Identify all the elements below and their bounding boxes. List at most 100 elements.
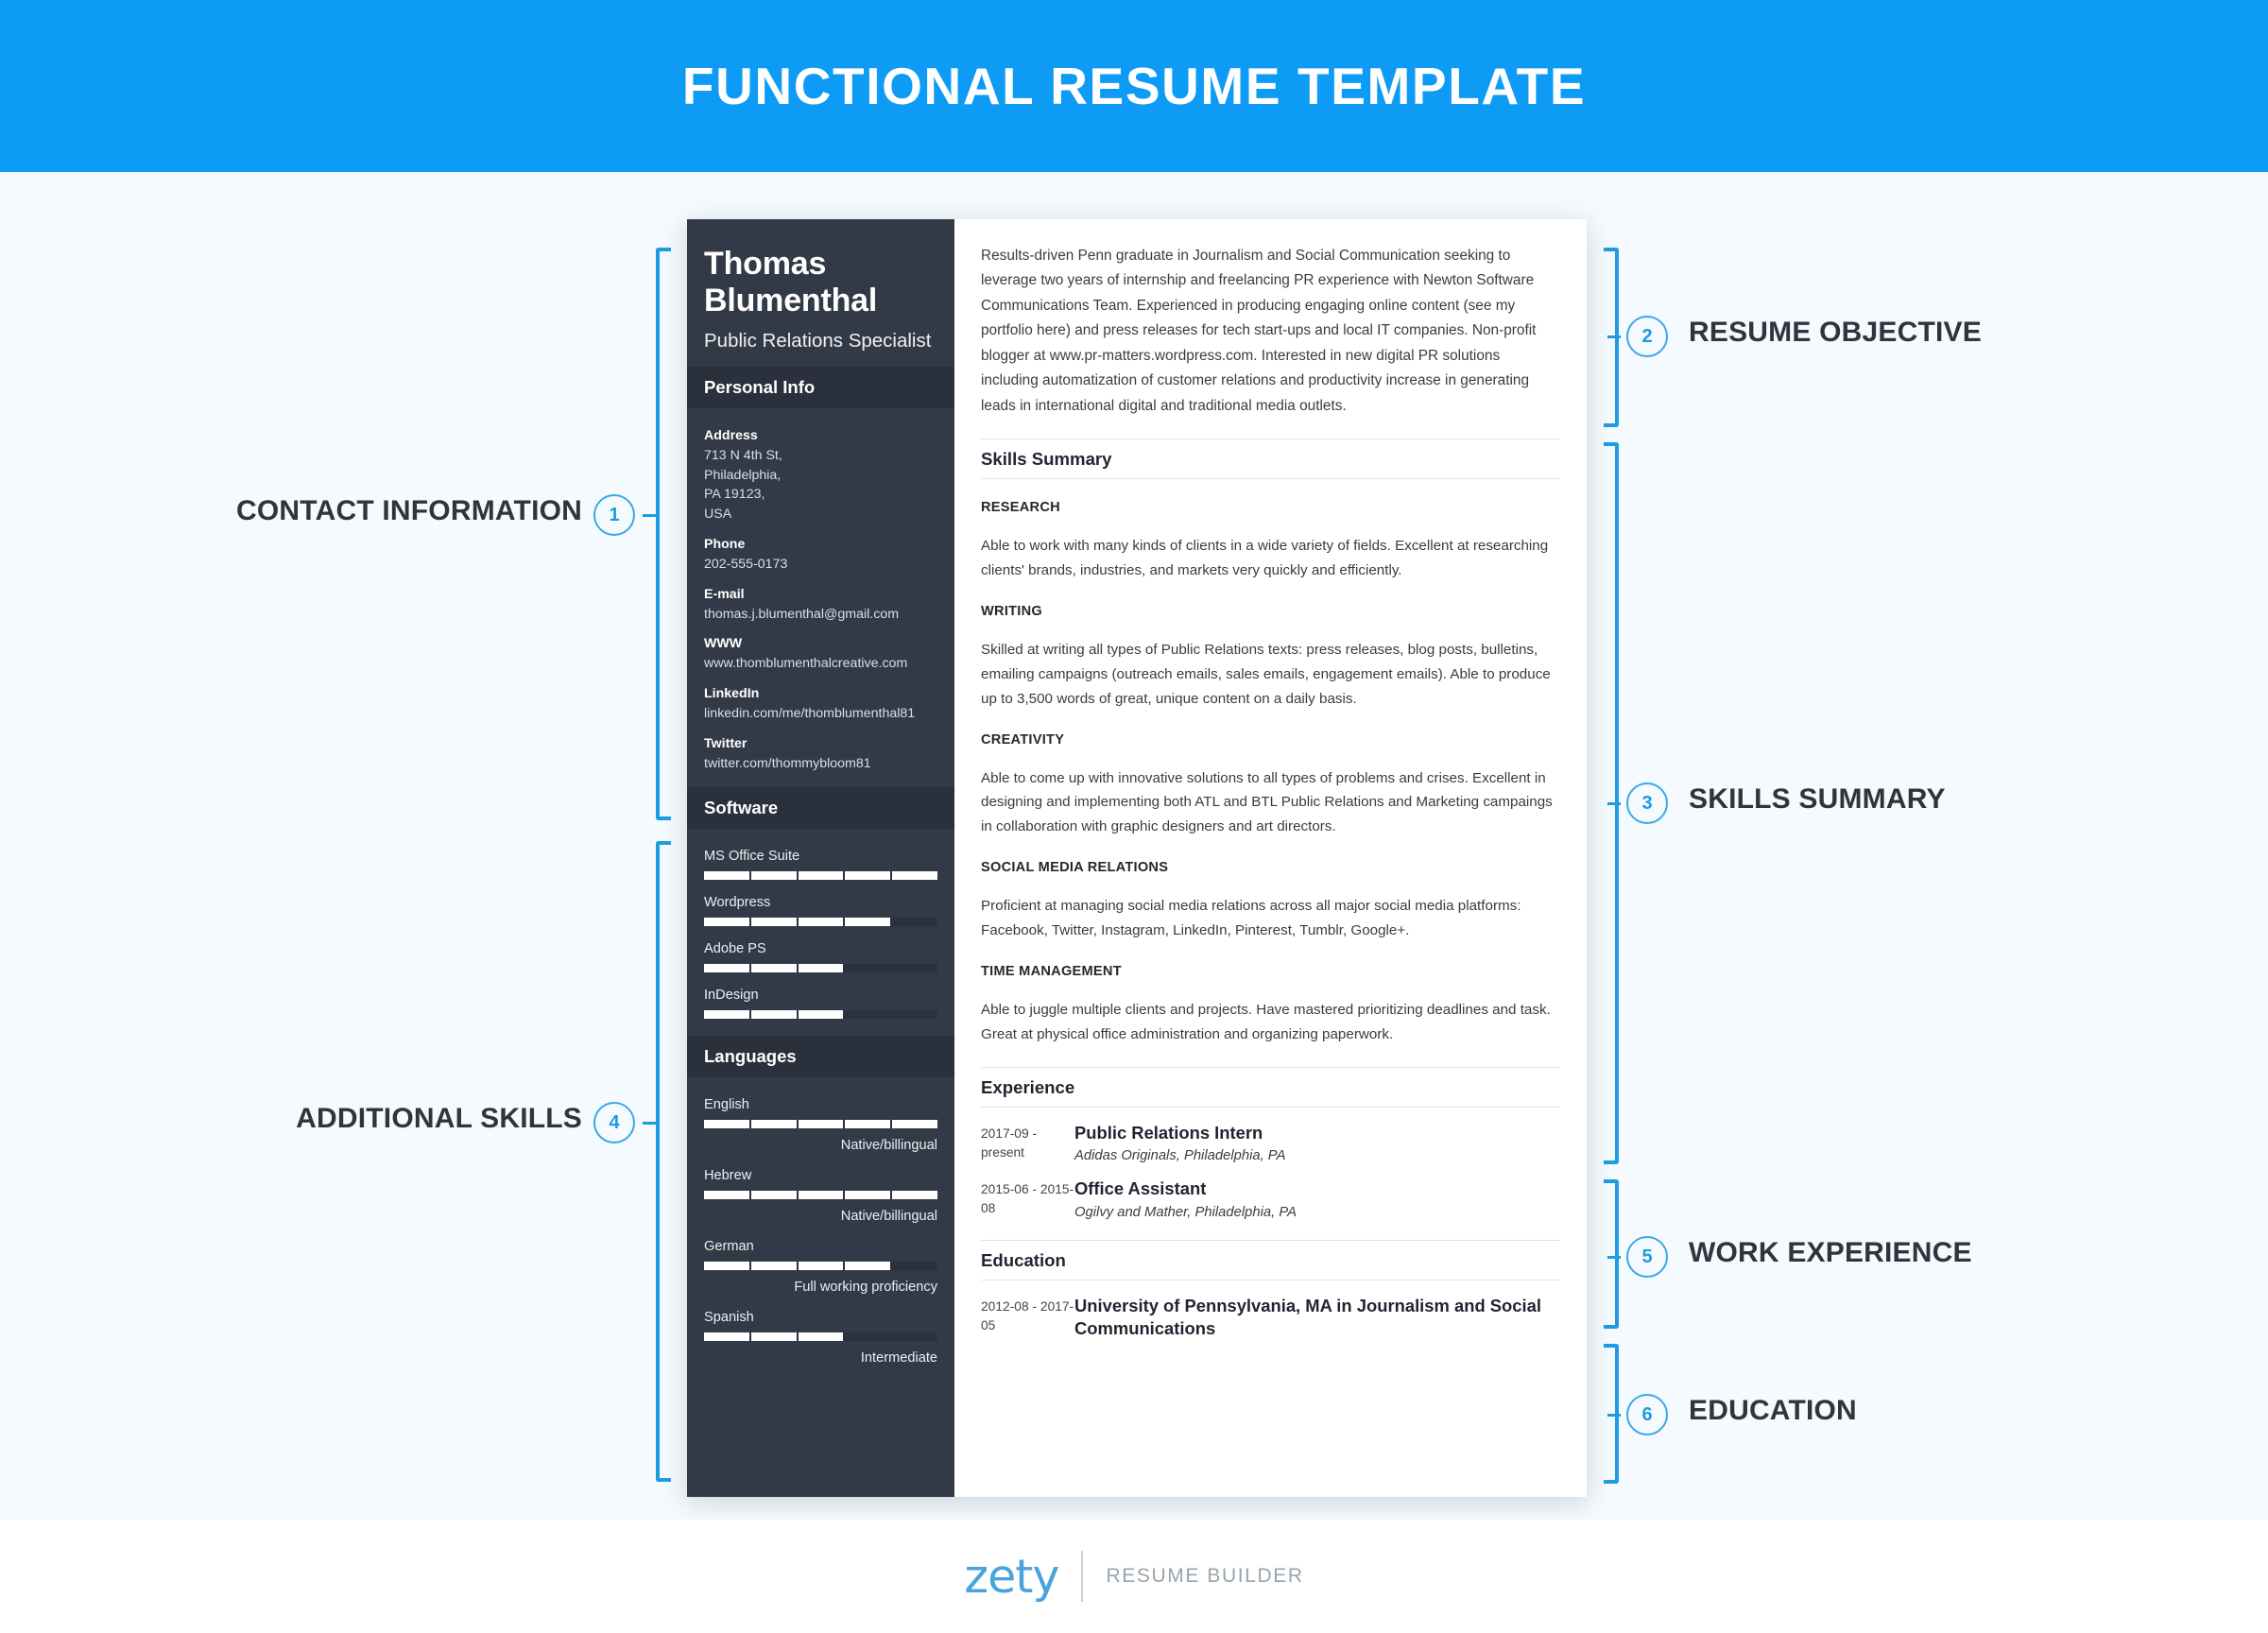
skill-summary-title: CREATIVITY — [981, 731, 1065, 748]
languages-heading: Languages — [687, 1035, 954, 1077]
skill-level-segment — [750, 870, 797, 880]
skill-level-segment — [892, 1190, 937, 1199]
software-skill-row: MS Office Suite — [704, 849, 937, 880]
candidate-name: Thomas Blumenthal — [704, 246, 878, 319]
skill-summary-block: CREATIVITY Able to come up with innovativ… — [981, 732, 1560, 840]
skill-summary-title: RESEARCH — [981, 500, 1060, 516]
annotation-tick — [1607, 1256, 1621, 1259]
contact-field-label: Twitter — [704, 735, 747, 751]
language-name: Hebrew — [704, 1167, 752, 1183]
experience-entry-company: Adidas Originals, Philadelphia, PA — [1074, 1148, 1286, 1164]
experience-entry-title: Office Assistant — [1074, 1178, 1207, 1199]
skill-level-segment — [798, 1009, 844, 1019]
skill-summary-text: Able to come up with innovative solution… — [981, 769, 1553, 835]
language-name: English — [704, 1096, 749, 1112]
software-skill-name: Wordpress — [704, 894, 771, 910]
skill-level-bar — [704, 917, 937, 926]
education-entry-body: University of Pennsylvania, MA in Journa… — [1074, 1295, 1560, 1340]
annotation-number-2: 2 — [1626, 316, 1668, 357]
annotation-label: RESUME OBJECTIVE — [1689, 317, 1982, 348]
annotation-tick — [1607, 802, 1621, 805]
skill-level-segment — [704, 917, 749, 926]
skill-level-segment — [704, 1009, 749, 1019]
language-name: German — [704, 1238, 754, 1254]
skill-level-segment — [845, 963, 891, 972]
skill-summary-text: Proficient at managing social media rela… — [981, 898, 1521, 938]
skill-level-segment — [704, 1261, 749, 1270]
skill-level-bar — [704, 1332, 937, 1341]
experience-entry: 2017-09 - present Public Relations Intern… — [981, 1122, 1560, 1164]
skill-level-bar — [704, 870, 937, 880]
skill-level-segment — [704, 870, 749, 880]
candidate-job-title: Public Relations Specialist — [704, 329, 932, 352]
experience-list: 2017-09 - present Public Relations Intern… — [981, 1122, 1560, 1221]
software-skill-name: InDesign — [704, 987, 759, 1003]
skill-level-segment — [798, 1261, 844, 1270]
experience-heading: Experience — [981, 1066, 1560, 1108]
annotation-number-6: 6 — [1626, 1394, 1668, 1435]
skill-level-segment — [750, 1119, 797, 1128]
skills-summary-list: RESEARCH Able to work with many kinds of … — [981, 500, 1560, 1046]
contact-field-value: 713 N 4th St,Philadelphia,PA 19123,USA — [704, 447, 782, 523]
resume-main-column: Results-driven Penn graduate in Journali… — [954, 219, 1587, 1497]
skills-summary-heading: Skills Summary — [981, 438, 1560, 480]
annotation-tick — [643, 1122, 656, 1125]
skill-level-segment — [845, 1009, 891, 1019]
skill-level-segment — [750, 917, 797, 926]
skill-level-segment — [892, 1009, 937, 1019]
annotation-tick — [1607, 335, 1621, 338]
skill-level-segment — [892, 1332, 937, 1341]
skill-level-segment — [798, 917, 844, 926]
software-skill-row: InDesign — [704, 988, 937, 1019]
skill-level-segment — [892, 917, 937, 926]
annotation-bracket — [656, 248, 671, 820]
skill-summary-text: Able to work with many kinds of clients … — [981, 538, 1549, 579]
skill-level-segment — [750, 1190, 797, 1199]
skill-level-bar — [704, 963, 937, 972]
contact-field-value: 202-555-0173 — [704, 556, 788, 572]
page-title: FUNCTIONAL RESUME TEMPLATE — [681, 57, 1587, 115]
skill-level-segment — [750, 1261, 797, 1270]
page-footer: zety RESUME BUILDER — [0, 1520, 2268, 1633]
contact-field-value: thomas.j.blumenthal@gmail.com — [704, 606, 900, 622]
contact-field-value: linkedin.com/me/thomblumenthal81 — [704, 706, 916, 722]
resume-objective-text: Results-driven Penn graduate in Journali… — [981, 248, 1537, 414]
skill-level-segment — [845, 917, 891, 926]
contact-field: Address 713 N 4th St,Philadelphia,PA 1912… — [704, 428, 937, 524]
contact-field-label: Address — [704, 427, 758, 443]
brand-logo-name: zety — [964, 1549, 1059, 1604]
logo-divider — [1081, 1551, 1084, 1602]
skill-summary-block: RESEARCH Able to work with many kinds of … — [981, 500, 1560, 583]
experience-entry-date: 2017-09 - present — [981, 1126, 1038, 1160]
skill-summary-title: TIME MANAGEMENT — [981, 963, 1122, 979]
skill-level-segment — [845, 1190, 891, 1199]
contact-info-list: Address 713 N 4th St,Philadelphia,PA 1912… — [687, 408, 954, 774]
resume-document: Thomas Blumenthal Public Relations Speci… — [687, 219, 1587, 1497]
skill-level-segment — [845, 1261, 891, 1270]
skill-level-bar — [704, 1119, 937, 1128]
skill-level-segment — [750, 963, 797, 972]
annotation-bracket — [656, 841, 671, 1482]
software-skill-name: MS Office Suite — [704, 848, 800, 864]
skill-level-segment — [892, 1261, 937, 1270]
page-header-banner: FUNCTIONAL RESUME TEMPLATE — [0, 0, 2268, 172]
brand-tagline: RESUME BUILDER — [1106, 1565, 1304, 1587]
language-level-label: Full working proficiency — [794, 1279, 937, 1295]
annotation-label: WORK EXPERIENCE — [1689, 1237, 1972, 1268]
skill-summary-text: Skilled at writing all types of Public R… — [981, 642, 1551, 707]
language-name: Spanish — [704, 1309, 754, 1325]
resume-sidebar: Thomas Blumenthal Public Relations Speci… — [687, 219, 954, 1497]
experience-entry-company: Ogilvy and Mather, Philadelphia, PA — [1074, 1205, 1297, 1221]
skill-level-segment — [798, 1332, 844, 1341]
